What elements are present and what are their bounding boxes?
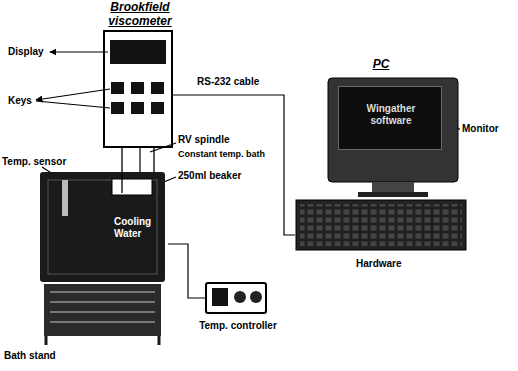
display-screen <box>110 40 166 64</box>
cable-connector <box>173 95 295 235</box>
cable-connector <box>139 148 140 172</box>
controller-box: Temp. controller <box>205 282 267 314</box>
controller-front <box>212 288 262 306</box>
spindle-rods <box>122 148 154 193</box>
node-text: PC <box>361 58 401 72</box>
temp-sensor-probe <box>62 180 68 216</box>
part-label: Keys <box>8 95 32 106</box>
viscometer-box: Brookfield viscometer <box>103 30 173 148</box>
cable-connector <box>168 244 205 298</box>
keyboard <box>296 200 466 250</box>
node-text: Brookfield viscometer <box>85 1 195 29</box>
node-text: Cooling Water <box>114 216 162 239</box>
software-screen: Wingather software <box>338 86 442 150</box>
part-label: Hardware <box>356 258 402 269</box>
node-text: Wingather software <box>345 103 437 126</box>
bath-stand <box>44 284 161 345</box>
part-label: Constant temp. bath <box>178 150 265 160</box>
part-label: Display <box>8 46 44 57</box>
part-label: 250ml beaker <box>178 170 241 181</box>
part-label: Bath stand <box>4 350 56 361</box>
keypad <box>111 82 164 114</box>
node-text: Temp. controller <box>187 320 289 332</box>
part-label: Temp. sensor <box>2 156 66 167</box>
beaker <box>112 179 152 195</box>
part-label: RV spindle <box>178 134 230 145</box>
bath-box: Cooling Water <box>40 172 168 282</box>
bath-body <box>40 172 165 282</box>
edge-label: RS-232 cable <box>195 76 261 87</box>
part-label: Monitor <box>462 123 499 134</box>
leader-lines <box>36 52 460 186</box>
monitor <box>328 78 458 197</box>
pc-group: Wingather software PC <box>295 60 467 252</box>
